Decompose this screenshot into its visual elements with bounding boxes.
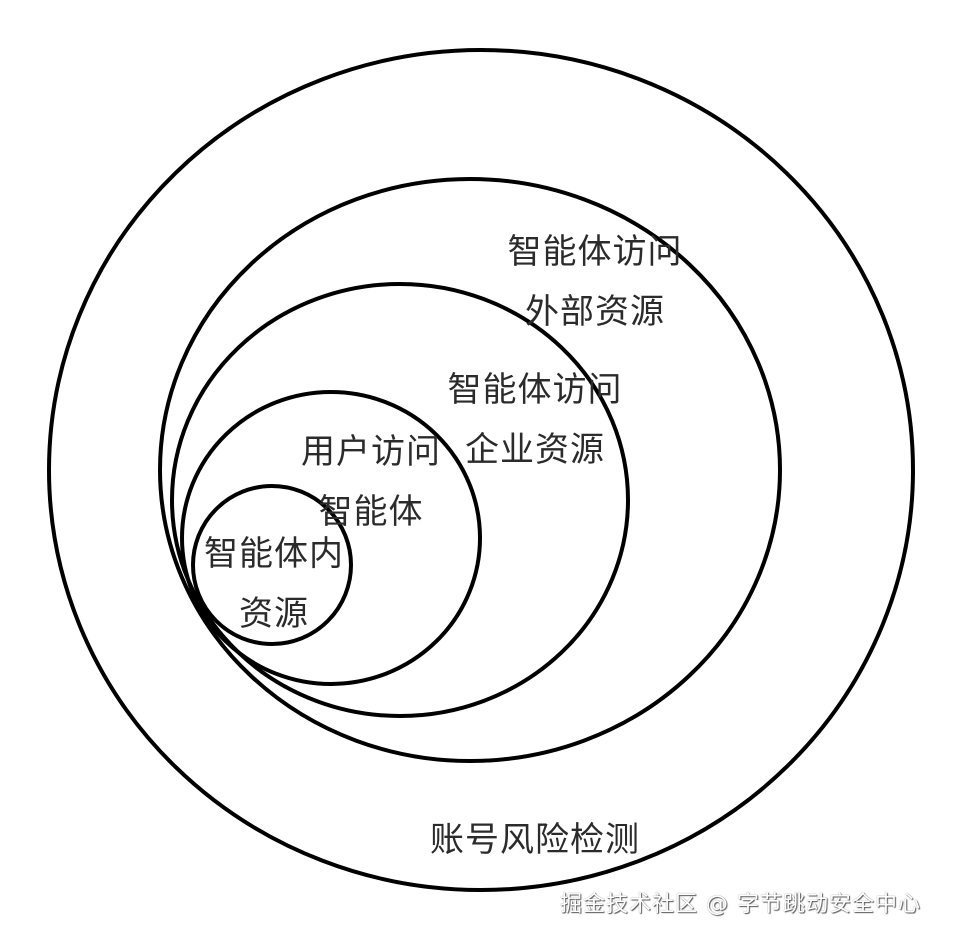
circle-agent-external bbox=[158, 177, 782, 763]
label-agent-enterprise-line1: 智能体访问 bbox=[447, 370, 623, 410]
label-user-agent: 用户访问 智能体 bbox=[296, 422, 446, 542]
circle-agent-internal bbox=[191, 484, 353, 646]
label-agent-external-line2: 外部资源 bbox=[525, 292, 665, 332]
circle-user-agent bbox=[180, 390, 482, 686]
circle-account-risk bbox=[47, 48, 915, 892]
circle-agent-enterprise bbox=[170, 282, 630, 718]
label-agent-external: 智能体访问 外部资源 bbox=[500, 222, 690, 342]
label-agent-internal-line1: 智能体内 bbox=[204, 534, 344, 574]
label-agent-enterprise: 智能体访问 企业资源 bbox=[440, 360, 630, 480]
label-agent-internal-line2: 资源 bbox=[239, 594, 309, 634]
label-user-agent-line1: 用户访问 bbox=[301, 432, 441, 472]
watermark: 掘金技术社区 @ 字节跳动安全中心 bbox=[560, 892, 921, 917]
label-agent-external-line1: 智能体访问 bbox=[507, 232, 683, 272]
label-account-risk-line1: 账号风险检测 bbox=[430, 820, 640, 860]
label-account-risk: 账号风险检测 bbox=[420, 810, 650, 870]
label-agent-internal: 智能体内 资源 bbox=[196, 524, 352, 644]
label-user-agent-line2: 智能体 bbox=[318, 492, 424, 532]
label-agent-enterprise-line2: 企业资源 bbox=[465, 430, 605, 470]
